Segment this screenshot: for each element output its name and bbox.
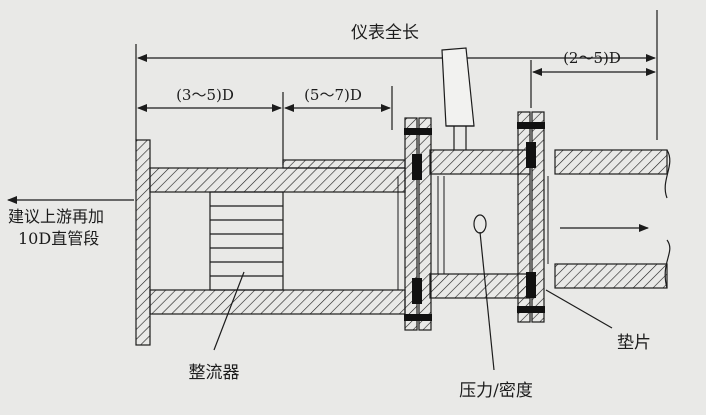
flow-conditioner-leader bbox=[213, 271, 245, 351]
transmitter bbox=[441, 47, 475, 150]
pressure-density-leader bbox=[479, 231, 495, 371]
gasket-leader bbox=[545, 289, 613, 329]
gasket-label: 垫片 bbox=[617, 333, 651, 353]
pressure-tap-port bbox=[473, 214, 487, 234]
flow-conditioner bbox=[209, 191, 284, 291]
flange-pair-downstream bbox=[517, 111, 545, 323]
downstream-range: (2～5)D bbox=[563, 49, 621, 67]
total-length-label: 仪表全长 bbox=[351, 23, 419, 43]
dimension-downstream bbox=[530, 60, 656, 108]
dimension-total-length bbox=[135, 10, 658, 140]
flange-pair-upstream bbox=[404, 117, 432, 331]
pipe-body bbox=[135, 139, 671, 346]
upstream-note-line2: 10D直管段 bbox=[18, 229, 99, 248]
upstream-range-2: (5～7)D bbox=[304, 86, 362, 104]
pressure-density-label: 压力/密度 bbox=[459, 381, 533, 401]
dimension-upstream bbox=[137, 86, 393, 165]
flow-conditioner-label: 整流器 bbox=[189, 363, 240, 383]
bore-lines bbox=[397, 176, 549, 290]
upstream-range-1: (3～5)D bbox=[176, 86, 234, 104]
upstream-note-line1: 建议上游再加 bbox=[8, 207, 104, 226]
